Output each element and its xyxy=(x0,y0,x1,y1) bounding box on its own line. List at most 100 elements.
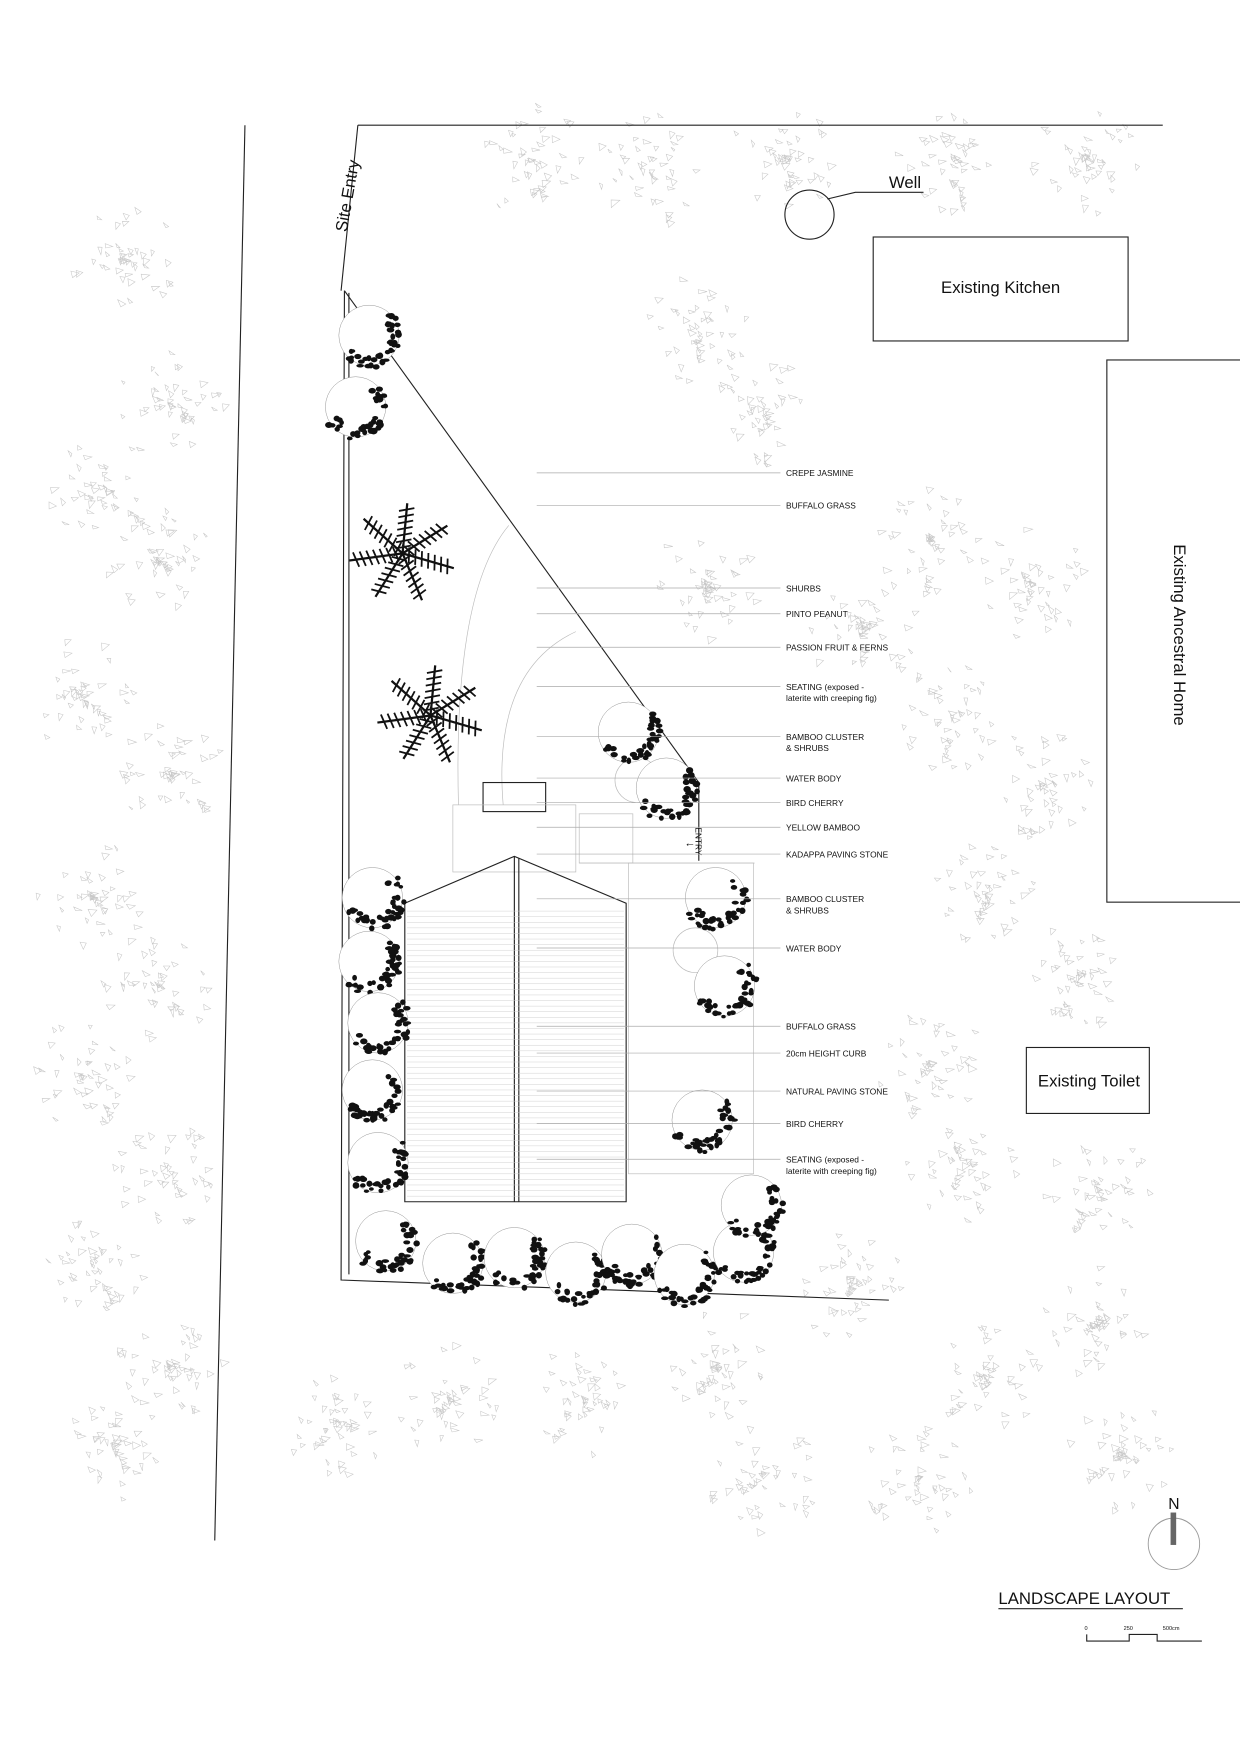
background-tree xyxy=(1029,110,1141,217)
bird-cherry-tree xyxy=(545,1241,611,1307)
background-tree xyxy=(100,936,213,1043)
bird-cherry-tree xyxy=(347,992,412,1056)
bird-cherry-tree xyxy=(338,930,402,996)
background-tree xyxy=(120,350,230,452)
bird-cherry-tree xyxy=(347,1132,409,1194)
background-tree xyxy=(119,723,224,814)
legend-label: BAMBOO CLUSTER xyxy=(786,894,864,904)
bird-cherry-tree xyxy=(483,1227,548,1291)
background-tree xyxy=(42,639,138,740)
background-tree xyxy=(905,1127,1021,1223)
scale-tick-0: 0 xyxy=(1084,1626,1087,1632)
scale-bar: 0 250 500cm xyxy=(1084,1626,1202,1642)
legend-label: SEATING (exposed - xyxy=(786,682,864,692)
planting-legend: CREPE JASMINE BUFFALO GRASS SHURBS PINTO PE… xyxy=(536,468,889,1176)
planter-box xyxy=(482,781,547,813)
background-tree xyxy=(878,1014,980,1120)
legend-label: WATER BODY xyxy=(786,943,842,953)
background-tree xyxy=(112,1127,214,1225)
background-tree xyxy=(646,276,750,384)
legend-label: BIRD CHERRY xyxy=(786,1119,844,1129)
bird-cherry-tree xyxy=(597,701,664,765)
background-tree xyxy=(945,1325,1044,1430)
existing-toilet-label: Existing Toilet xyxy=(1038,1072,1140,1091)
north-needle-icon xyxy=(1170,1512,1177,1545)
background-tree xyxy=(1003,734,1094,840)
entry-label: ENTRY xyxy=(693,827,703,856)
background-tree xyxy=(106,507,208,612)
background-tree xyxy=(802,1233,905,1338)
scale-tick-250: 250 xyxy=(1124,1626,1133,1632)
bird-cherry-tree xyxy=(338,304,402,370)
background-tree xyxy=(72,1394,160,1502)
north-arrow: N xyxy=(1147,1496,1201,1570)
drawing-title: LANDSCAPE LAYOUT xyxy=(998,1589,1170,1608)
background-tree xyxy=(598,112,701,228)
background-tree xyxy=(718,363,803,468)
garden-paths xyxy=(452,525,755,1175)
legend-label: BUFFALO GRASS xyxy=(786,501,856,511)
bird-cherry-tree xyxy=(355,1210,420,1274)
background-tree xyxy=(733,112,837,210)
legend-label: SEATING (exposed - xyxy=(786,1155,864,1165)
water-body-2 xyxy=(672,927,719,973)
background-tree xyxy=(1042,1265,1150,1378)
background-tree xyxy=(35,845,144,950)
bird-cherry-tree xyxy=(713,1221,777,1285)
legend-label-line2: & SHRUBS xyxy=(786,905,829,915)
background-tree xyxy=(33,1024,136,1126)
background-tree xyxy=(980,526,1089,639)
legend-label: NATURAL PAVING STONE xyxy=(786,1086,888,1096)
background-tree xyxy=(290,1374,378,1478)
background-tree xyxy=(868,1425,974,1534)
bird-cherry-tree xyxy=(685,867,751,932)
existing-kitchen xyxy=(872,236,1129,342)
north-label: N xyxy=(1168,1496,1179,1513)
background-tree xyxy=(397,1341,499,1448)
legend-label: PASSION FRUIT & FERNS xyxy=(786,643,888,653)
legend-label: YELLOW BAMBOO xyxy=(786,823,860,833)
entry-arrow-icon: ← xyxy=(684,837,695,849)
background-tree xyxy=(484,102,585,209)
legend-label-line2: laterite with creeping fig) xyxy=(786,1166,877,1176)
background-tree xyxy=(542,1351,627,1459)
scale-tick-500: 500cm xyxy=(1163,1626,1180,1632)
existing-ancestral-home xyxy=(1106,359,1240,903)
background-tree xyxy=(45,1220,149,1311)
bird-cherry-tree xyxy=(325,376,389,441)
bird-cherry-tree xyxy=(694,955,760,1019)
building-roof xyxy=(404,855,627,1203)
legend-label: SHURBS xyxy=(786,583,821,593)
legend-label: CREPE JASMINE xyxy=(786,468,854,478)
bird-cherry-tree xyxy=(635,757,701,821)
background-tree xyxy=(933,843,1036,944)
well-leader xyxy=(827,191,924,200)
bird-cherry-tree xyxy=(341,867,407,932)
legend-label: PINTO PEANUT xyxy=(786,609,848,619)
bird-cherry-tree xyxy=(671,1089,738,1155)
legend-label-line2: laterite with creeping fig) xyxy=(786,693,877,703)
background-tree xyxy=(70,206,174,308)
existing-toilet xyxy=(1025,1046,1150,1114)
legend-label: BUFFALO GRASS xyxy=(786,1022,856,1032)
well-label: Well xyxy=(889,173,921,192)
bird-cherry-tree xyxy=(341,1059,403,1123)
background-tree xyxy=(670,1311,766,1420)
background-tree xyxy=(48,444,151,533)
legend-label: BIRD CHERRY xyxy=(786,798,844,808)
background-tree xyxy=(1031,927,1117,1029)
background-tree xyxy=(877,486,983,598)
background-tree xyxy=(1066,1410,1175,1515)
legend-label: WATER BODY xyxy=(786,773,842,783)
palm-tree xyxy=(349,503,455,601)
site-context-lines xyxy=(214,124,1163,1541)
background-tree xyxy=(709,1425,816,1537)
background-tree xyxy=(894,112,993,216)
existing-ancestral-home-label: Existing Ancestral Home xyxy=(1170,544,1189,726)
palm-trees xyxy=(349,503,483,763)
site-boundary xyxy=(340,290,889,1301)
bird-cherry-tree xyxy=(653,1244,719,1309)
legend-label-line2: & SHRUBS xyxy=(786,743,829,753)
bird-cherry-tree xyxy=(422,1232,486,1294)
